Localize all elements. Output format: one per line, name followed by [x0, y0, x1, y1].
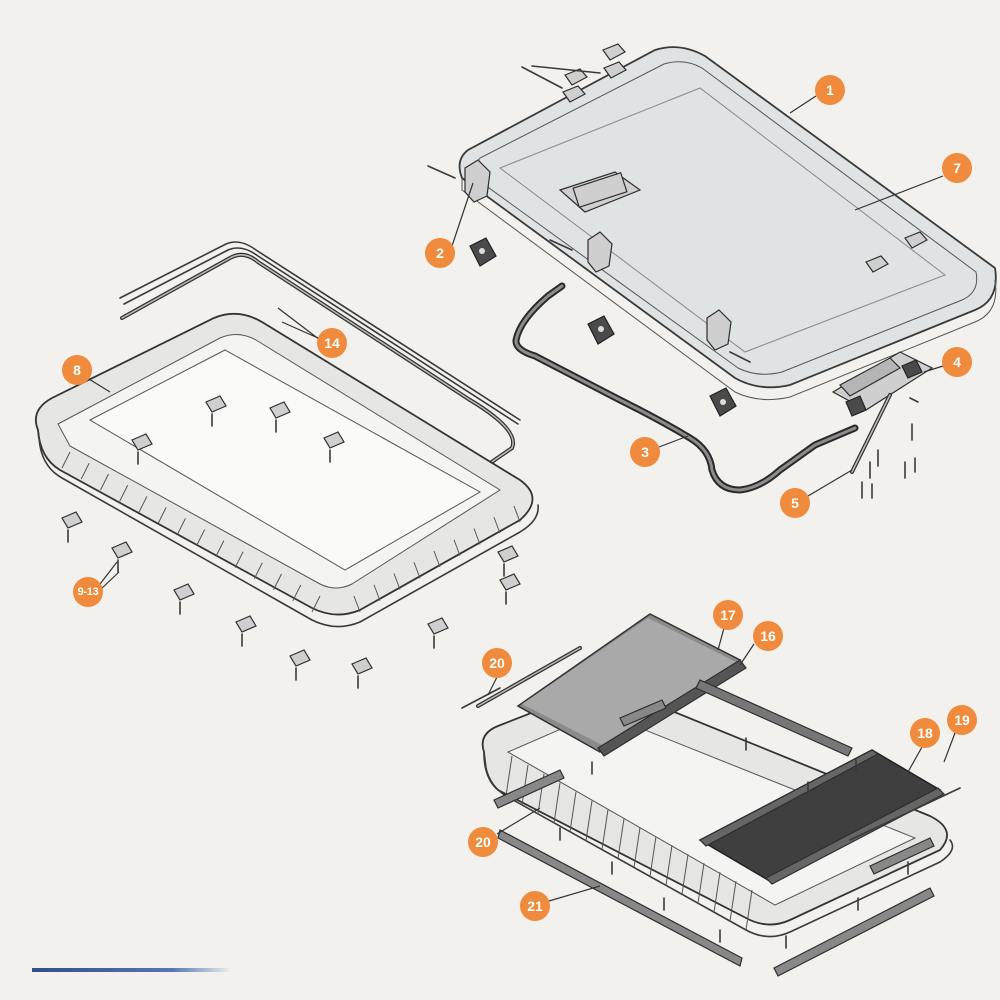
seal-strips [493, 699, 935, 977]
screws-right [861, 397, 919, 499]
callout-c20b: 20 [468, 827, 498, 857]
frame-ribs [61, 451, 521, 613]
lid-hinges [464, 159, 732, 351]
leader-lines [88, 95, 956, 902]
stay-bracket [831, 351, 934, 417]
callout-c7: 7 [942, 153, 972, 183]
blind-rods [461, 646, 961, 841]
callout-c4: 4 [942, 347, 972, 377]
bent-rod [512, 282, 859, 494]
callout-c19: 19 [947, 705, 977, 735]
callout-c2: 2 [425, 238, 455, 268]
gas-strut [850, 393, 892, 474]
callout-c1: 1 [815, 75, 845, 105]
screws-bottom [559, 737, 909, 949]
lid-clips [562, 43, 928, 273]
callout-c913: 9-13 [73, 577, 103, 607]
callout-c16: 16 [753, 621, 783, 651]
callout-c20a: 20 [482, 648, 512, 678]
callout-c3: 3 [630, 437, 660, 467]
callout-c18: 18 [910, 718, 940, 748]
hinge-blocks [469, 237, 737, 417]
callout-c17: 17 [713, 600, 743, 630]
blind-ribs [505, 755, 753, 931]
callout-c5: 5 [780, 488, 810, 518]
frame-clips [61, 395, 521, 689]
inner-frame [34, 312, 539, 628]
callout-c21: 21 [520, 891, 550, 921]
callout-c8: 8 [62, 355, 92, 385]
bottom-accent-bar [32, 968, 232, 972]
insect-screen [698, 749, 946, 885]
blind-rail [695, 679, 853, 757]
skylight-lid [458, 46, 997, 401]
callout-c14: 14 [317, 328, 347, 358]
